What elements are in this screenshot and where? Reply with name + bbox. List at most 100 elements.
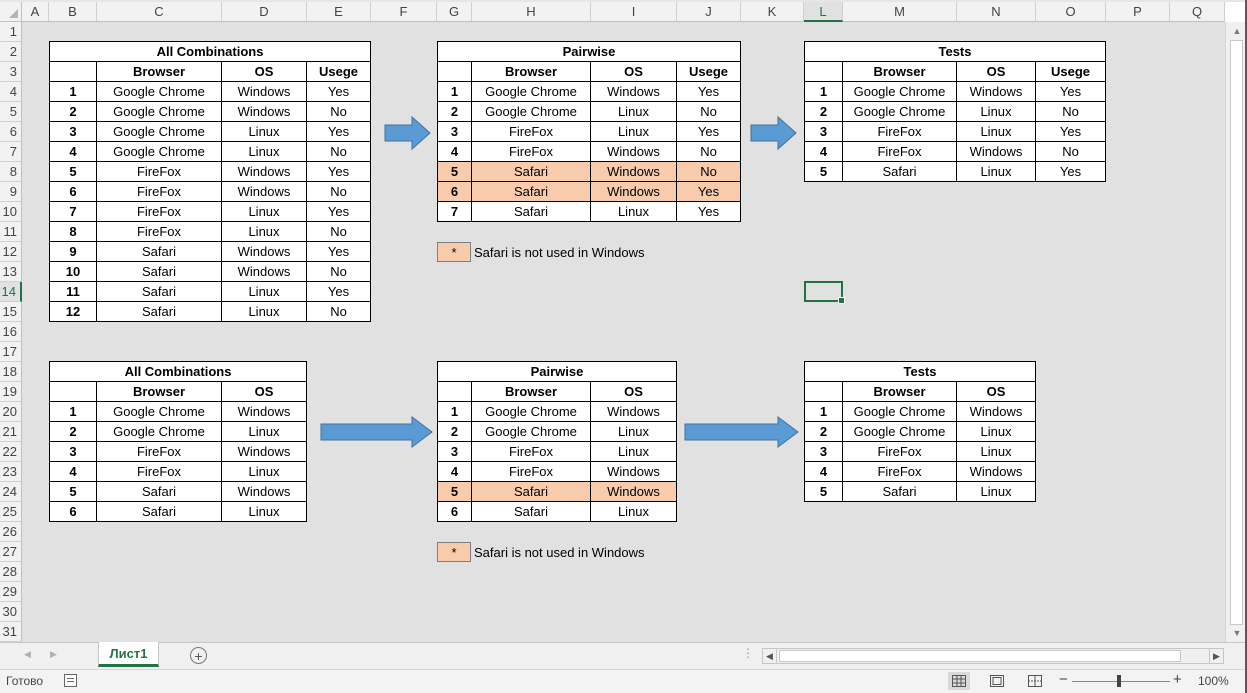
zoom-slider-track[interactable] — [1072, 681, 1170, 682]
row-header[interactable]: 5 — [0, 102, 22, 122]
row-number-cell[interactable]: 4 — [49, 141, 97, 162]
data-cell[interactable]: Linux — [955, 481, 1037, 502]
data-cell[interactable]: FireFox — [96, 461, 222, 482]
row-header[interactable]: 4 — [0, 82, 22, 102]
data-cell[interactable]: Linux — [221, 281, 307, 302]
note-marker-cell[interactable]: * — [437, 542, 471, 562]
data-cell[interactable]: Google Chrome — [96, 421, 222, 442]
row-number-cell[interactable]: 1 — [437, 401, 472, 422]
data-cell[interactable]: No — [305, 141, 372, 162]
column-header[interactable]: M — [843, 2, 957, 22]
data-cell[interactable]: Linux — [956, 121, 1036, 142]
arrow-shape[interactable] — [320, 416, 434, 448]
table-title[interactable]: Pairwise — [436, 41, 742, 62]
row-header[interactable]: 10 — [0, 202, 22, 222]
row-number-cell[interactable]: 4 — [49, 461, 97, 482]
select-all-corner[interactable] — [0, 2, 22, 22]
data-cell[interactable]: Google Chrome — [842, 81, 957, 102]
data-cell[interactable]: Yes — [305, 161, 372, 182]
data-cell[interactable]: Linux — [220, 461, 308, 482]
row-header[interactable]: 13 — [0, 262, 22, 282]
normal-view-icon[interactable] — [948, 672, 970, 690]
data-cell[interactable]: Linux — [221, 201, 307, 222]
row-header[interactable]: 3 — [0, 62, 22, 82]
data-cell[interactable]: Linux — [221, 121, 307, 142]
vertical-scrollbar[interactable]: ▲ ▼ — [1225, 22, 1247, 642]
arrow-shape[interactable] — [384, 115, 432, 151]
page-layout-view-icon[interactable] — [986, 672, 1008, 690]
data-cell[interactable]: No — [675, 161, 742, 182]
column-label[interactable]: Usege — [1035, 61, 1106, 82]
data-cell[interactable]: FireFox — [842, 141, 957, 162]
column-header[interactable]: P — [1106, 2, 1170, 22]
data-cell[interactable]: Google Chrome — [471, 401, 591, 422]
column-label[interactable]: Browser — [842, 381, 957, 402]
data-cell[interactable]: Google Chrome — [842, 101, 957, 122]
data-cell[interactable]: Google Chrome — [842, 421, 957, 442]
row-number-cell[interactable]: 5 — [804, 161, 843, 182]
column-header[interactable]: F — [371, 2, 437, 22]
scroll-up-icon[interactable]: ▲ — [1232, 26, 1242, 36]
note-text[interactable]: Safari is not used in Windows — [474, 544, 645, 560]
row-number-cell[interactable]: 7 — [437, 201, 472, 222]
data-cell[interactable]: Yes — [305, 201, 372, 222]
row-number-cell[interactable]: 6 — [437, 501, 472, 522]
data-cell[interactable]: Windows — [221, 181, 307, 202]
data-cell[interactable]: Windows — [221, 81, 307, 102]
data-cell[interactable]: No — [675, 141, 742, 162]
column-label[interactable]: OS — [220, 381, 308, 402]
data-cell[interactable]: Safari — [471, 181, 591, 202]
data-cell[interactable]: Safari — [471, 201, 591, 222]
data-cell[interactable]: Windows — [220, 441, 308, 462]
column-header[interactable]: D — [222, 2, 307, 22]
row-number-cell[interactable]: 4 — [804, 461, 843, 482]
data-cell[interactable]: Windows — [221, 241, 307, 262]
scroll-thumb[interactable] — [1230, 40, 1243, 625]
row-number-cell[interactable]: 6 — [49, 181, 97, 202]
data-cell[interactable]: Linux — [590, 121, 677, 142]
column-label[interactable]: OS — [590, 61, 677, 82]
data-cell[interactable]: Windows — [590, 181, 677, 202]
data-cell[interactable]: Windows — [955, 401, 1037, 422]
table-title[interactable]: All Combinations — [48, 41, 372, 62]
row-number-cell[interactable]: 5 — [49, 161, 97, 182]
data-cell[interactable]: FireFox — [471, 441, 591, 462]
row-header[interactable]: 17 — [0, 342, 22, 362]
data-cell[interactable]: FireFox — [96, 181, 222, 202]
data-cell[interactable]: Windows — [220, 401, 308, 422]
data-cell[interactable]: FireFox — [471, 461, 591, 482]
data-cell[interactable]: FireFox — [842, 121, 957, 142]
row-number-cell[interactable]: 5 — [804, 481, 843, 502]
data-cell[interactable]: Yes — [675, 81, 742, 102]
row-header[interactable]: 16 — [0, 322, 22, 342]
data-cell[interactable]: Safari — [96, 301, 222, 322]
empty-header-cell[interactable] — [804, 381, 843, 402]
table-title[interactable]: All Combinations — [48, 361, 308, 382]
row-number-cell[interactable]: 6 — [437, 181, 472, 202]
data-cell[interactable]: Google Chrome — [96, 101, 222, 122]
column-header[interactable]: O — [1036, 2, 1106, 22]
zoom-slider-thumb[interactable] — [1117, 675, 1121, 687]
horizontal-scrollbar[interactable]: ◀ ▶ — [762, 648, 1224, 664]
scroll-right-icon[interactable]: ▶ — [1209, 649, 1223, 663]
row-header[interactable]: 24 — [0, 482, 22, 502]
data-cell[interactable]: Safari — [471, 161, 591, 182]
data-cell[interactable]: FireFox — [842, 441, 957, 462]
data-cell[interactable]: Linux — [590, 421, 677, 442]
data-cell[interactable]: Yes — [1035, 121, 1106, 142]
row-number-cell[interactable]: 3 — [49, 441, 97, 462]
data-cell[interactable]: Windows — [590, 81, 677, 102]
row-header[interactable]: 8 — [0, 162, 22, 182]
data-cell[interactable]: Safari — [471, 501, 591, 522]
tab-scroll-left-icon[interactable]: ◀ — [24, 649, 31, 659]
column-label[interactable]: Usege — [675, 61, 742, 82]
data-cell[interactable]: Linux — [590, 441, 677, 462]
data-cell[interactable]: Linux — [220, 501, 308, 522]
data-cell[interactable]: FireFox — [96, 441, 222, 462]
row-number-cell[interactable]: 3 — [804, 441, 843, 462]
zoom-in-icon[interactable]: + — [1173, 671, 1182, 688]
empty-header-cell[interactable] — [437, 381, 472, 402]
data-cell[interactable]: No — [305, 301, 372, 322]
data-cell[interactable]: Safari — [96, 281, 222, 302]
data-cell[interactable]: Yes — [675, 201, 742, 222]
